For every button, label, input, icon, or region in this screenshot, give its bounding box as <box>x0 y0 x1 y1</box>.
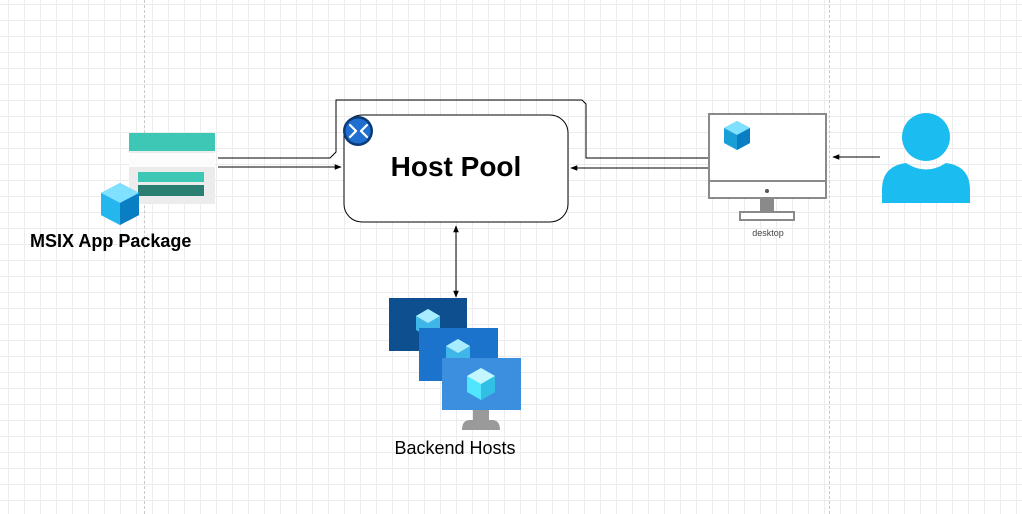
user-icon <box>882 113 970 203</box>
edge-msix-to-hostpool[interactable] <box>218 99 708 170</box>
host-pool-title: Host Pool <box>390 151 522 182</box>
desktop-label: desktop <box>752 228 784 238</box>
page-break-line <box>829 0 830 514</box>
virtual-machines-icon <box>389 298 521 430</box>
msix-package-label: MSIX App Package <box>30 231 192 251</box>
host-pool-node[interactable] <box>343 114 569 223</box>
backend-hosts-label: Backend Hosts <box>394 438 516 458</box>
storage-package-icon <box>101 133 215 225</box>
monitor-icon <box>708 113 827 221</box>
remote-desktop-icon <box>343 116 373 146</box>
page-break-line <box>144 0 145 514</box>
